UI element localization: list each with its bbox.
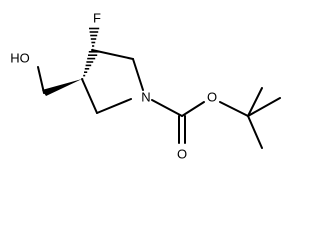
atom-hydroxyl: HO xyxy=(10,51,30,66)
molecule-structure: F N HO O O xyxy=(10,11,281,162)
wedge-bond-c4-ch2 xyxy=(42,79,82,96)
atom-carbonyl-oxygen: O xyxy=(177,147,187,162)
atom-nitrogen: N xyxy=(141,90,150,105)
bond-tbu-methyl-right xyxy=(247,97,281,117)
hashed-bond-c3-f xyxy=(89,27,100,51)
ring-bond-c5-c4 xyxy=(81,78,98,114)
bond-ch2-oh xyxy=(37,66,45,94)
ring-bond-c2-n1 xyxy=(132,58,144,91)
bond-n-carbonyl-c xyxy=(151,99,183,117)
atom-ester-oxygen: O xyxy=(207,90,217,105)
atom-fluorine: F xyxy=(93,11,101,26)
bond-tbu-methyl-up xyxy=(247,87,263,117)
ring-bond-n1-c5 xyxy=(96,98,132,114)
hashed-bond-c4-c3 xyxy=(82,50,100,80)
bond-ester-o-tbu xyxy=(219,101,249,117)
bond-carbonyl-c-ester-o xyxy=(181,101,205,117)
bond-tbu-methyl-down xyxy=(247,115,263,149)
